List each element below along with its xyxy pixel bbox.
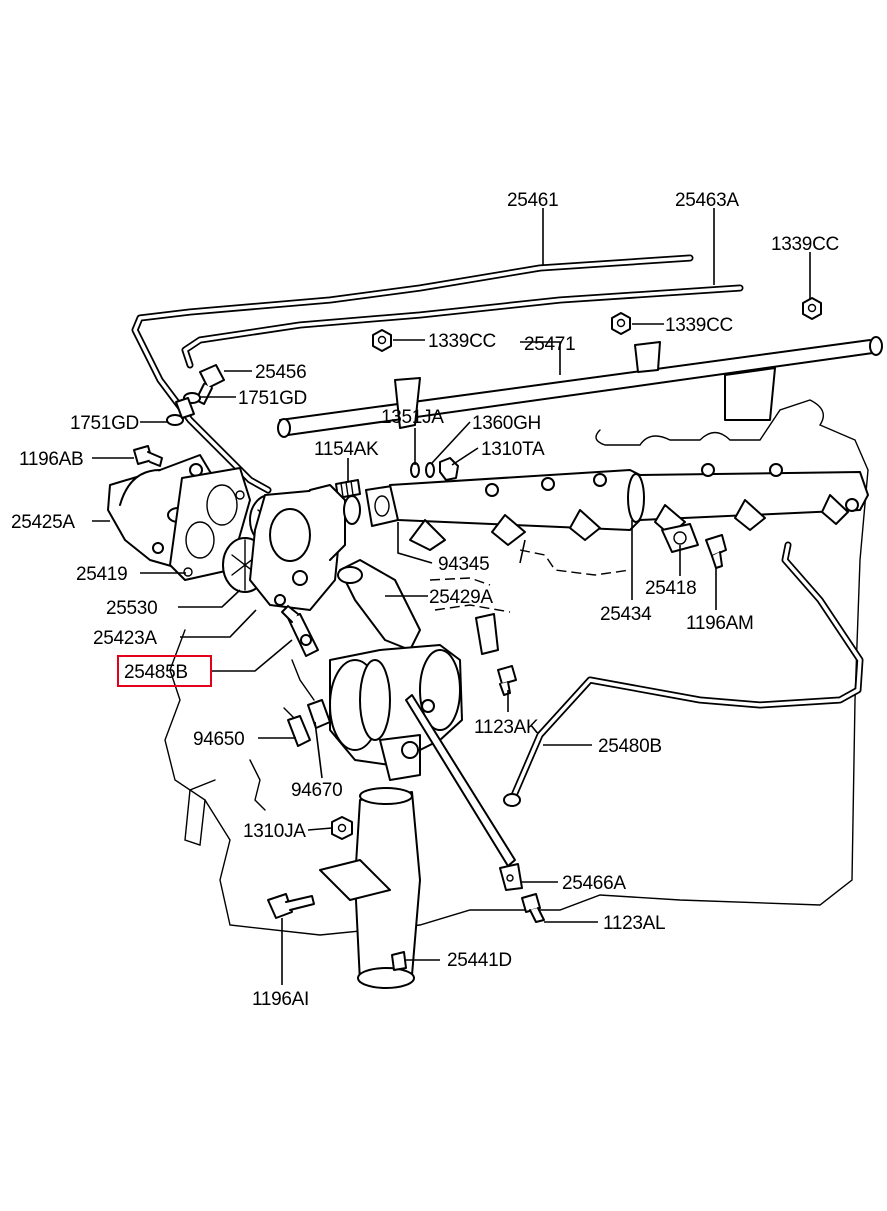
nut-1310ta[interactable]	[439, 457, 459, 481]
bracket-near-1123ak	[475, 613, 499, 655]
washer-1751gd-left[interactable]	[166, 414, 184, 426]
water-rail-25434[interactable]	[389, 463, 869, 551]
bolt-1196ai[interactable]	[267, 893, 315, 919]
inlet-pipe-25441d[interactable]	[319, 787, 421, 989]
label-1196ai[interactable]: 1196AI	[252, 989, 309, 1010]
label-25418[interactable]: 25418	[645, 578, 697, 599]
pipe-25461[interactable]	[131, 254, 694, 494]
label-94650[interactable]: 94650	[193, 729, 245, 750]
label-1154ak[interactable]: 1154AK	[314, 439, 379, 460]
bolt-1123ak[interactable]	[497, 665, 517, 696]
pipe-fitting-left	[175, 397, 195, 419]
sensor-94670[interactable]	[291, 659, 331, 729]
connecting-rod	[405, 694, 516, 867]
label-25419[interactable]: 25419	[76, 564, 128, 585]
label-1310ja[interactable]: 1310JA	[243, 821, 307, 842]
leader-lines	[92, 208, 811, 985]
pipe-25463A[interactable]	[181, 284, 744, 369]
nut-1339cc-top[interactable]	[802, 297, 822, 320]
nut-1339cc-mid[interactable]	[611, 312, 631, 335]
label-1339cc-mid[interactable]: 1339CC	[665, 315, 733, 336]
hose-25429a[interactable]	[337, 559, 421, 651]
label-1351ja[interactable]: 1351JA	[381, 407, 445, 428]
bracket-25466a[interactable]	[499, 863, 523, 891]
label-25471[interactable]: 25471	[524, 334, 576, 355]
label-25461[interactable]: 25461	[507, 190, 559, 211]
sensor-25485b[interactable]	[281, 605, 319, 657]
pipe-25471[interactable]	[277, 336, 883, 438]
label-94670[interactable]: 94670	[291, 780, 343, 801]
label-1751gd-right[interactable]: 1751GD	[238, 388, 307, 409]
label-25429a[interactable]: 25429A	[429, 587, 494, 608]
bolt-1123al[interactable]	[521, 893, 545, 923]
label-25485b[interactable]: 25485B	[124, 662, 188, 683]
label-1339cc-top[interactable]: 1339CC	[771, 234, 839, 255]
bolt-1196am[interactable]	[705, 534, 727, 569]
nut-1339cc-left[interactable]	[372, 329, 392, 352]
pipe-25480b[interactable]	[503, 541, 864, 807]
bolt-1196ab[interactable]	[133, 445, 163, 467]
label-1196am[interactable]: 1196AM	[686, 613, 754, 634]
washer-1351ja[interactable]	[410, 462, 420, 478]
engine-block-outline	[164, 399, 869, 936]
label-1123ak[interactable]: 1123AK	[474, 717, 539, 738]
label-1339cc-left[interactable]: 1339CC	[428, 331, 496, 352]
label-25480b[interactable]: 25480B	[598, 736, 662, 757]
label-25423a[interactable]: 25423A	[93, 628, 158, 649]
label-1360gh[interactable]: 1360GH	[472, 413, 541, 434]
water-housing-25423a[interactable]	[249, 484, 346, 611]
label-94345[interactable]: 94345	[438, 554, 490, 575]
label-1310ta[interactable]: 1310TA	[481, 439, 545, 460]
part-labels: 25461 25463A 1339CC 1339CC 1339CC 25471 …	[11, 190, 839, 1010]
label-25441d[interactable]: 25441D	[447, 950, 512, 971]
nut-1310ja[interactable]	[331, 816, 353, 840]
label-25456[interactable]: 25456	[255, 362, 307, 383]
label-25466a[interactable]: 25466A	[562, 873, 627, 894]
flange-gasket	[343, 485, 399, 527]
label-25434[interactable]: 25434	[600, 604, 652, 625]
label-1751gd-left[interactable]: 1751GD	[70, 413, 139, 434]
label-25425a[interactable]: 25425A	[11, 512, 76, 533]
highlight-box-25485b	[117, 655, 212, 687]
label-25530[interactable]: 25530	[106, 598, 158, 619]
sensor-94650[interactable]	[283, 707, 311, 747]
label-1123al[interactable]: 1123AL	[603, 913, 666, 934]
gasket-25418[interactable]	[661, 523, 699, 553]
label-25463a[interactable]: 25463A	[675, 190, 740, 211]
label-1196ab[interactable]: 1196AB	[19, 449, 84, 470]
washer-1360gh[interactable]	[425, 462, 435, 478]
